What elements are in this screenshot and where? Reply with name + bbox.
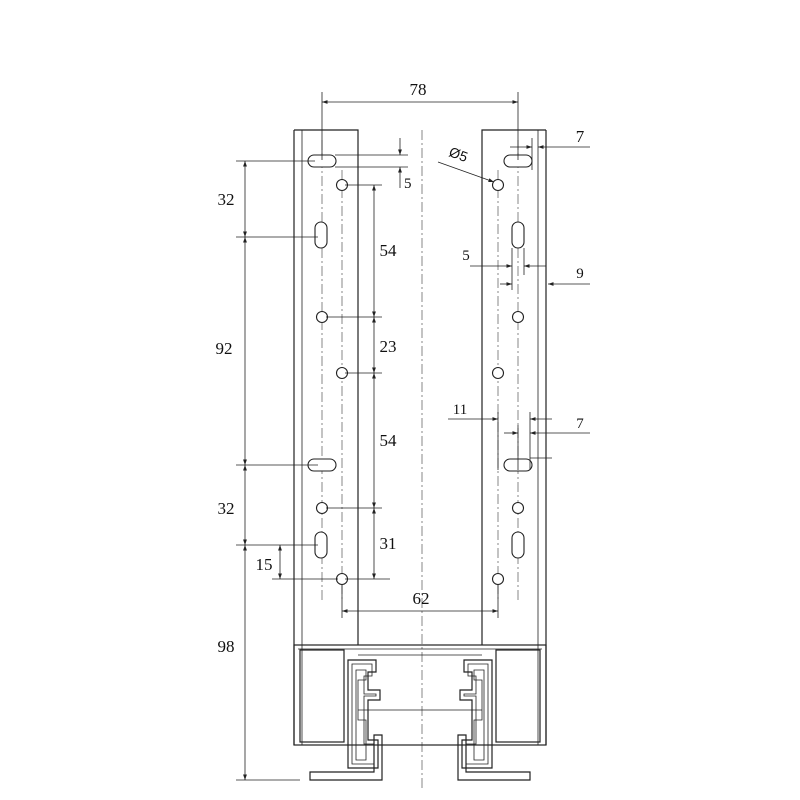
dim-7-top-label: 7 — [576, 127, 585, 146]
dim-78: 78 — [321, 80, 519, 160]
dim-5-mid-label: 5 — [462, 248, 470, 264]
dim-5-top-label: 5 — [404, 176, 412, 192]
centerlines — [321, 130, 519, 790]
dim-98-label: 98 — [218, 637, 235, 656]
left-runner-profile — [309, 659, 383, 781]
right-hole-1 — [491, 178, 505, 192]
dim-7-mid-label: 7 — [576, 416, 584, 432]
bottom-assembly — [293, 644, 547, 781]
right-bracket — [481, 129, 547, 745]
left-bracket — [293, 129, 359, 745]
left-block — [299, 649, 345, 743]
right-hole-3 — [491, 366, 505, 380]
right-hole-5 — [491, 572, 505, 586]
dim-32-bot-label: 32 — [218, 499, 235, 518]
dim-11-7: 11 7 — [448, 402, 590, 470]
left-slot-2 — [314, 221, 328, 249]
dim-32-top-label: 32 — [218, 190, 235, 209]
right-slot-2 — [511, 221, 525, 249]
left-hole-2 — [315, 310, 329, 324]
dim-5-top: 5 — [335, 138, 412, 192]
dim-dia5-label: Ø5 — [447, 144, 470, 165]
left-hole-4 — [315, 501, 329, 515]
dim-9-label: 9 — [576, 266, 584, 282]
dim-62-label: 62 — [413, 589, 430, 608]
right-hole-2 — [511, 310, 525, 324]
dim-78-label: 78 — [410, 80, 427, 99]
dim-11-label: 11 — [453, 402, 467, 418]
right-runner-profile — [457, 659, 531, 781]
dim-left-chain: 32 92 32 98 — [216, 160, 318, 781]
dim-dia5: Ø5 — [437, 144, 495, 183]
dim-15-label: 15 — [256, 555, 273, 574]
dim-54-top-label: 54 — [380, 241, 398, 260]
dim-54-bot-label: 54 — [380, 431, 398, 450]
dim-92-label: 92 — [216, 339, 233, 358]
dim-inner-chain: 54 23 54 31 — [326, 184, 398, 580]
dim-23-label: 23 — [380, 337, 397, 356]
right-hole-4 — [511, 501, 525, 515]
dim-31-label: 31 — [380, 534, 397, 553]
dim-5-9: 5 9 — [462, 248, 590, 290]
right-block — [495, 649, 541, 743]
right-slot-4 — [511, 531, 525, 559]
dim-62: 62 — [341, 584, 499, 618]
dim-15: 15 — [256, 545, 338, 580]
dim-7-top: 7 — [510, 127, 590, 170]
